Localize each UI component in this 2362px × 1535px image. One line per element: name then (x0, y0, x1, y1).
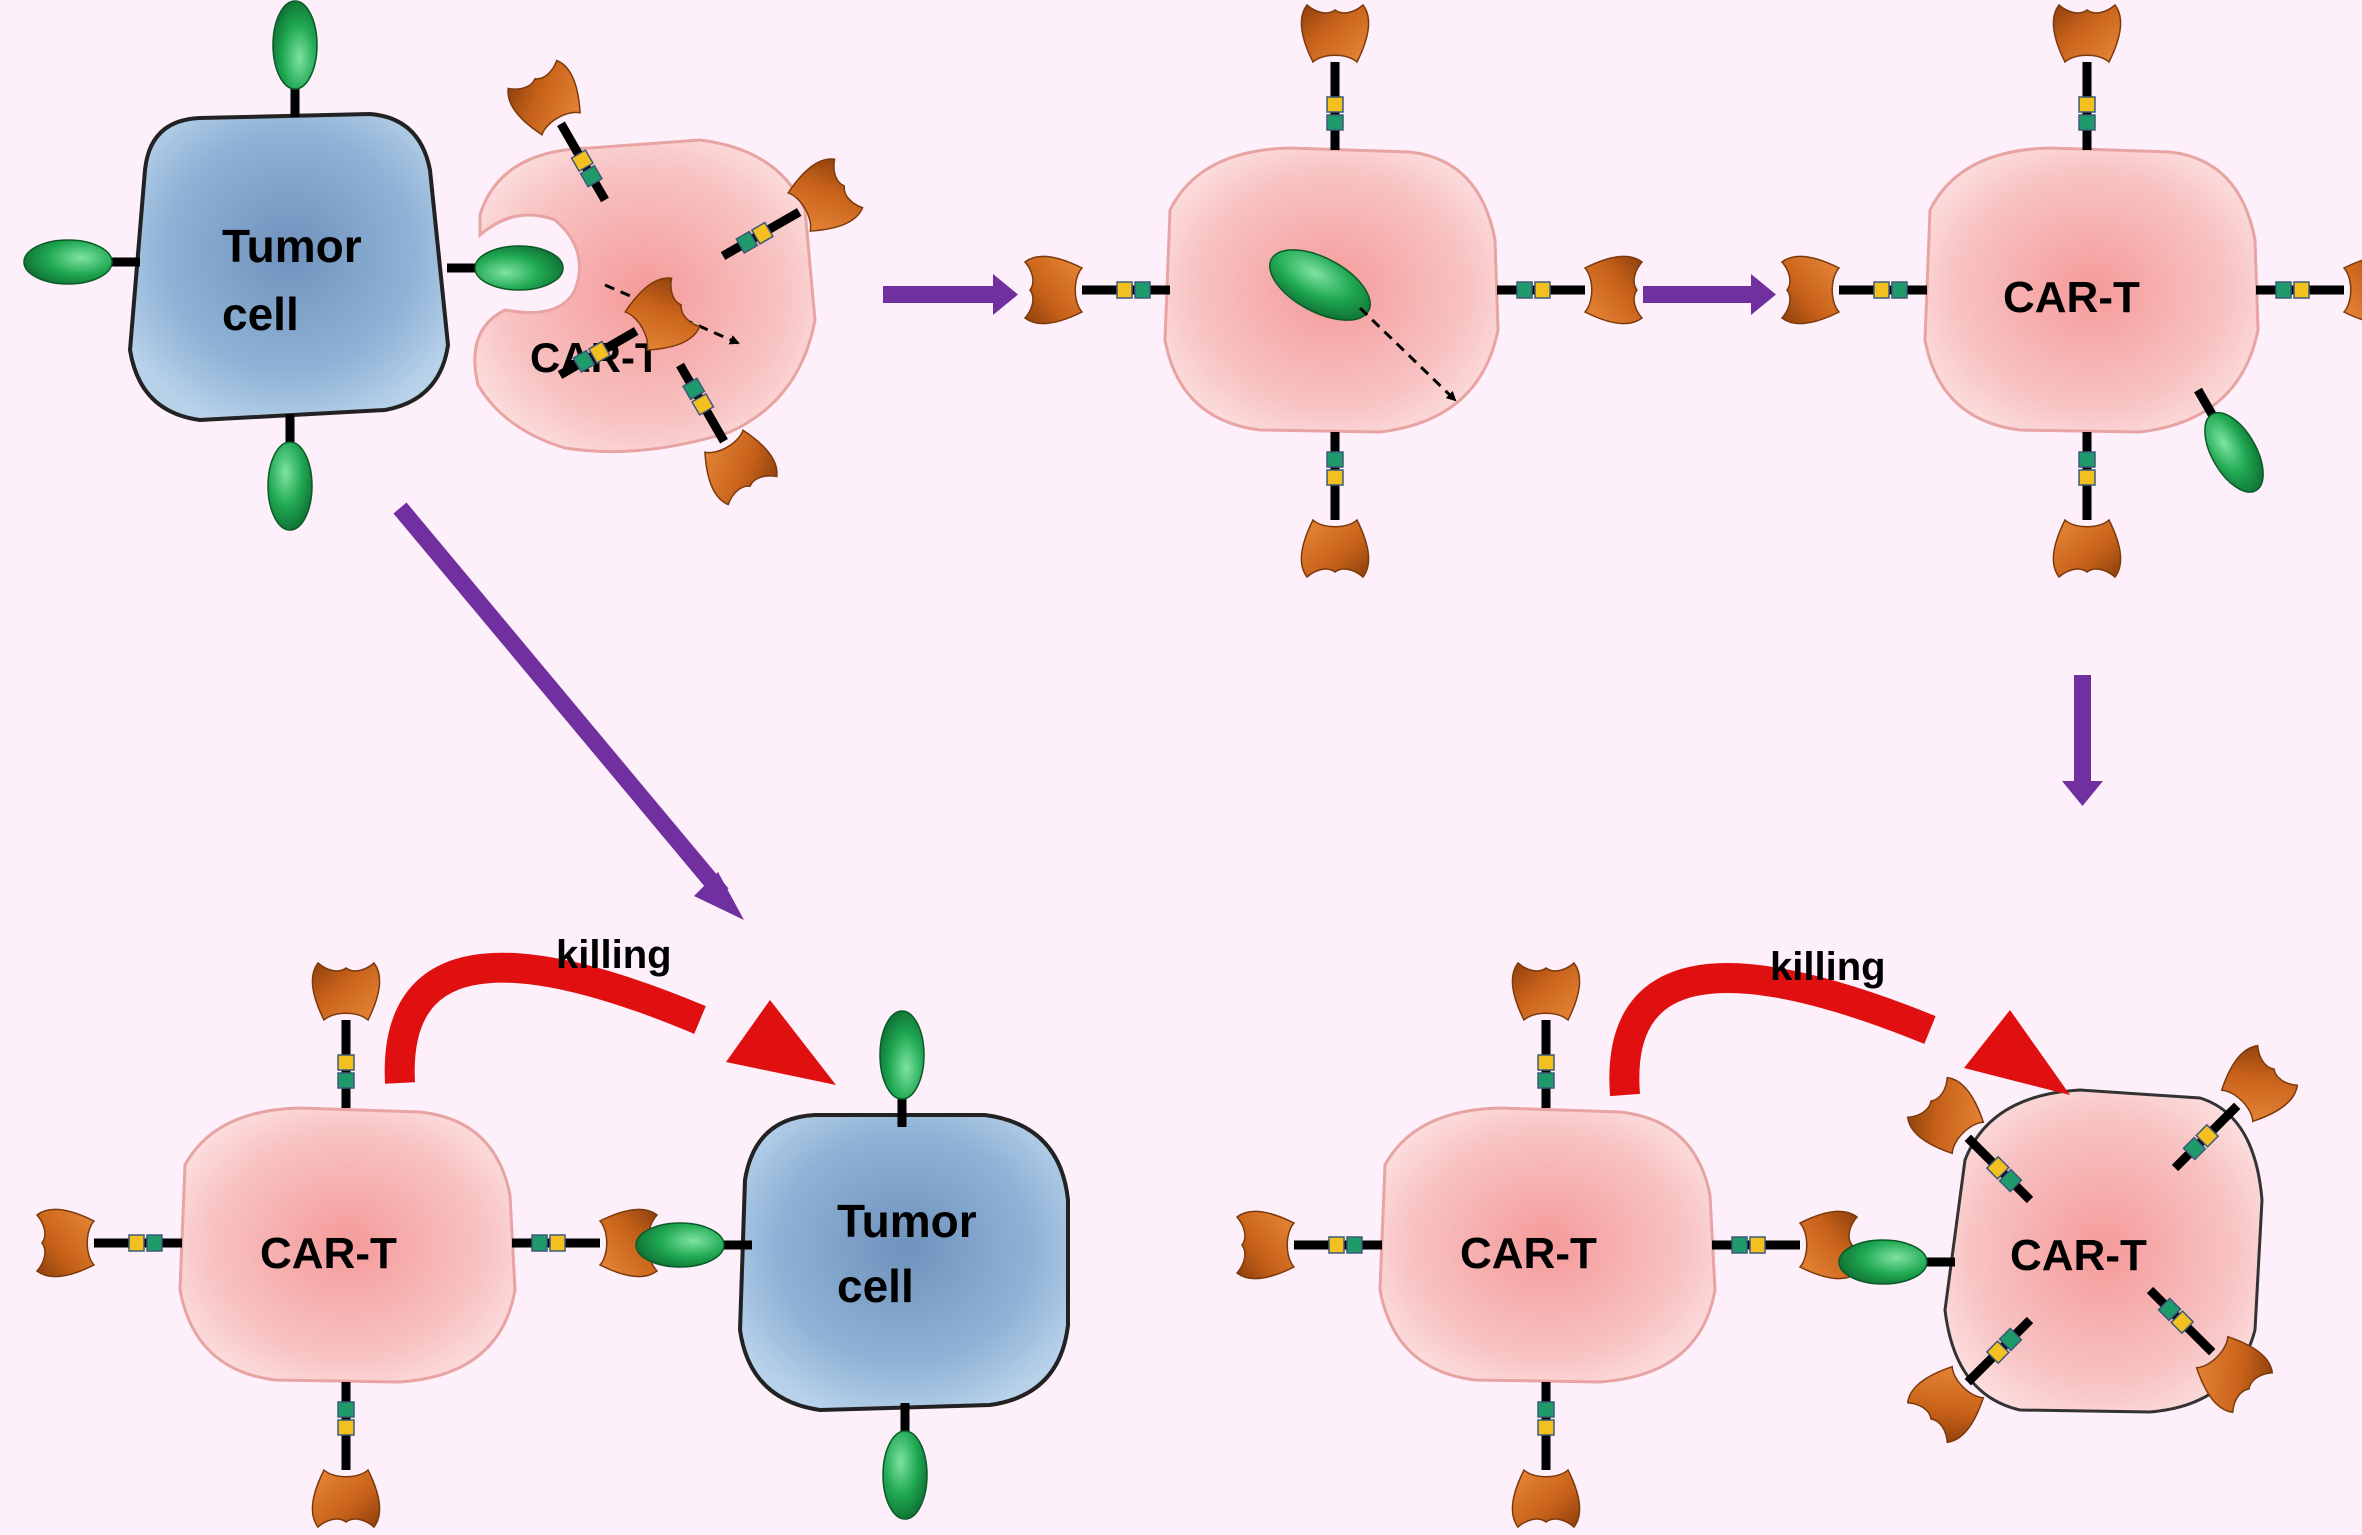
car-t-cell-3 (1923, 146, 2260, 434)
car-t-label-panel5a: CAR-T (1460, 1229, 1597, 1278)
flow-arrows (393, 274, 2103, 920)
tumor-cell-4-label-line1: Tumor (837, 1195, 977, 1247)
tumor-cell-4 (737, 1113, 1070, 1413)
car-t-label-panel3: CAR-T (2003, 273, 2140, 322)
panel-5-fratricide: CAR-T CAR-T killing (1237, 945, 2301, 1527)
car-t-cell-5a (1378, 1106, 1717, 1384)
tumor-cell-label-line1: Tumor (222, 220, 362, 272)
killing-arrowhead-left (726, 1000, 836, 1085)
flow-arrow-p2-to-p3 (1643, 274, 1776, 315)
killing-arrow-right (1609, 963, 1936, 1097)
panel-3-car-t-presenting-antigen: CAR-T (1782, 5, 2362, 577)
internalized-antigen (1269, 249, 1371, 321)
tumor-cell-label-line2: cell (222, 288, 299, 340)
flow-arrow-p1-to-p2 (883, 274, 1018, 315)
killing-label-right: killing (1770, 945, 1886, 989)
flow-arrow-p1-to-p4 (393, 502, 744, 920)
car-t-cell-4 (178, 1106, 517, 1384)
panel-4-car-t-kills-tumor: CAR-T Tumor cell killing (37, 933, 1070, 1527)
killing-label-left: killing (556, 933, 672, 977)
flow-arrow-p3-to-p5 (2062, 675, 2103, 806)
tumor-cell (127, 111, 451, 423)
internalization-arrow-2 (1358, 306, 1457, 402)
killing-arrowhead-right (1964, 1010, 2070, 1095)
panel-2-car-t-internalized (1025, 5, 1642, 577)
panel-1-tumor-and-car-t: Tumor cell CAR-T (24, 1, 865, 530)
killing-arrow-left (384, 952, 706, 1084)
car-t-label-panel5b: CAR-T (2010, 1231, 2147, 1280)
car-t-label-panel4: CAR-T (260, 1229, 397, 1278)
tumor-cell-4-label-line2: cell (837, 1260, 914, 1312)
